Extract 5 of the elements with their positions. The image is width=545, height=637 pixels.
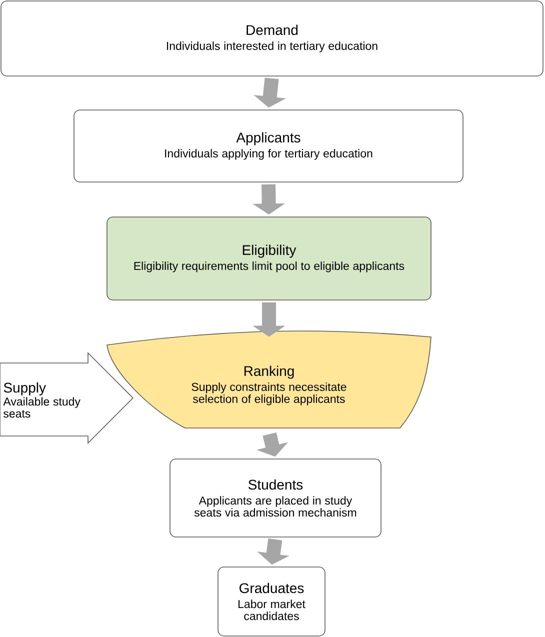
process-box: Demand Individuals interested in tertiary education (0, 0, 544, 76)
process-box: Students Applicants are placed in study seats via admission mechanism (170, 458, 382, 538)
process-box: Applicants Individuals applying for tertiary education (74, 110, 464, 182)
process-box: Eligibility Eligibility requirements limit pool to eligible applicants (106, 216, 432, 300)
process-box: Graduates Labor market candidates (218, 566, 326, 636)
